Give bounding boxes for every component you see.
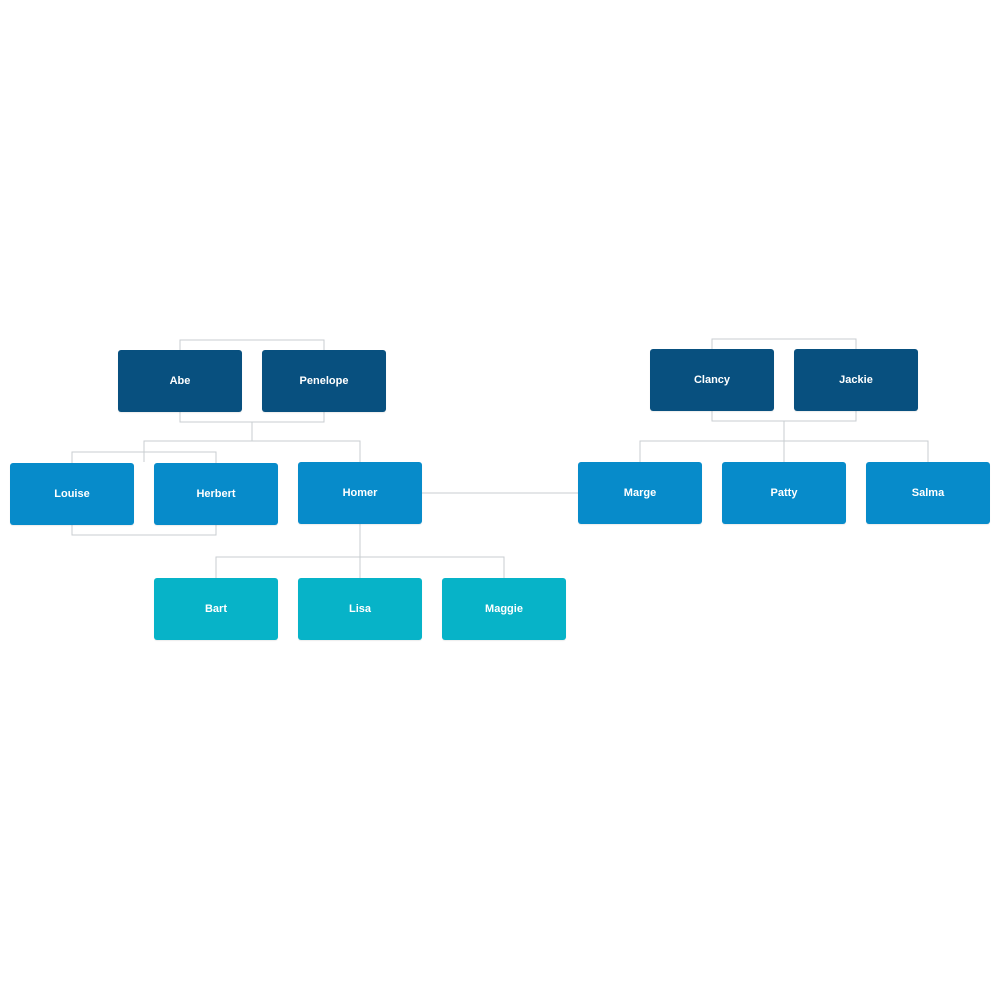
person-name: Abe — [169, 375, 191, 387]
person-name: Bart — [204, 603, 227, 615]
person-lisa[interactable]: Lisa — [298, 578, 422, 640]
person-herbert[interactable]: Herbert — [154, 463, 278, 525]
person-name: Herbert — [196, 488, 236, 500]
person-name: Penelope — [299, 375, 349, 387]
person-maggie[interactable]: Maggie — [442, 578, 566, 640]
person-abe[interactable]: Abe — [118, 350, 242, 412]
person-selma[interactable]: Salma — [866, 462, 990, 524]
descent-link-clancy-jackie — [639, 421, 929, 462]
person-name: Patty — [770, 487, 798, 499]
person-name: Maggie — [485, 603, 523, 615]
person-penelope[interactable]: Penelope — [262, 350, 386, 412]
person-name: Homer — [342, 487, 378, 499]
descent-link-homer — [215, 524, 505, 578]
person-name: Marge — [623, 487, 657, 499]
person-homer[interactable]: Homer — [298, 462, 422, 524]
person-name: Jackie — [839, 374, 873, 386]
person-name: Clancy — [693, 374, 731, 386]
couple-link-louise-herbert — [71, 451, 217, 536]
person-clancy[interactable]: Clancy — [650, 349, 774, 411]
descent-link-abe-penelope — [143, 422, 361, 462]
person-name: Lisa — [348, 603, 371, 615]
person-name: Salma — [911, 487, 945, 499]
person-bart[interactable]: Bart — [154, 578, 278, 640]
person-patty[interactable]: Patty — [722, 462, 846, 524]
person-louise[interactable]: Louise — [10, 463, 134, 525]
person-marge[interactable]: Marge — [578, 462, 702, 524]
person-name: Louise — [54, 488, 90, 500]
person-jackie[interactable]: Jackie — [794, 349, 918, 411]
